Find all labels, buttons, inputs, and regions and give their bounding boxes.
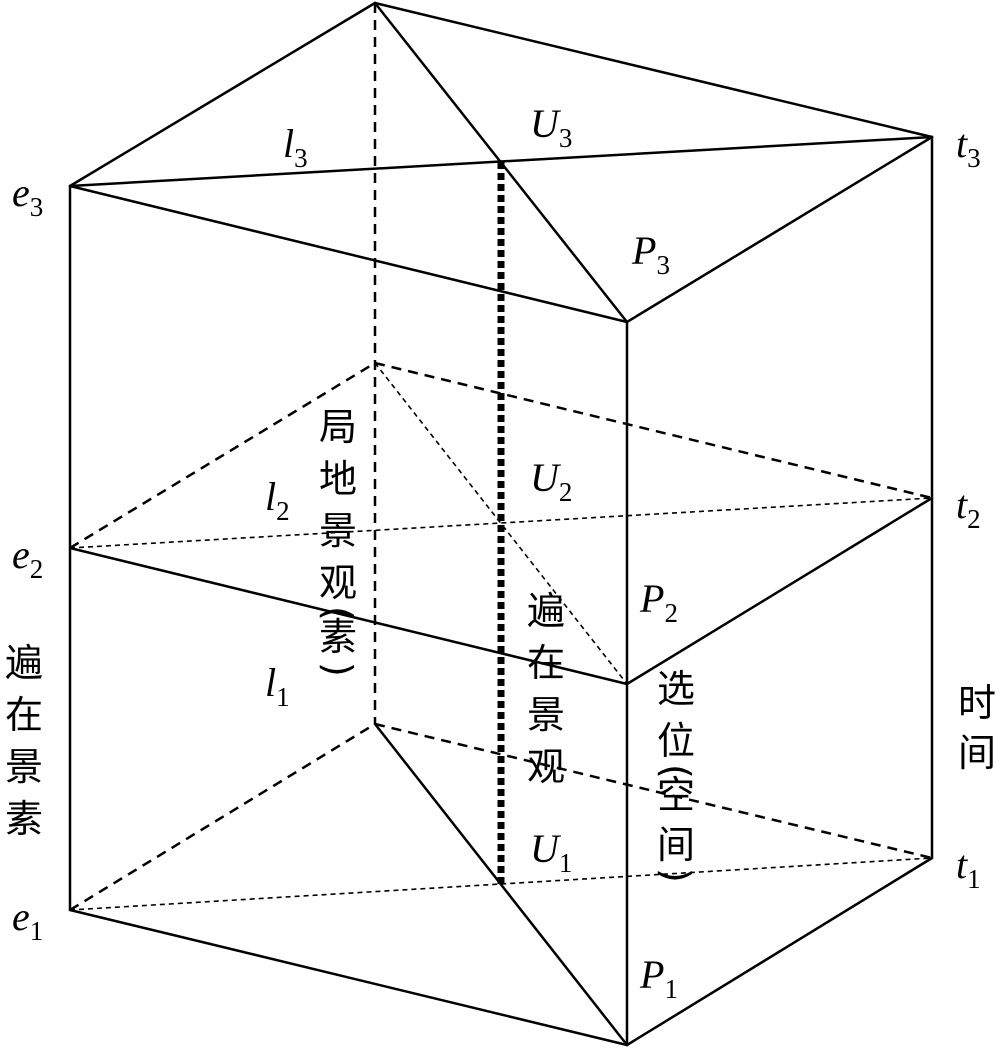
ubiquitous-landscape-char: 遍	[527, 589, 565, 633]
edge-top-back-e3	[68, 1, 377, 188]
ubiquitous-elements-char: 在	[5, 693, 43, 737]
ubiquitous-landscape-char: 观	[527, 745, 565, 789]
local-landscape-paren-close: )	[316, 662, 360, 677]
label-t3: t3	[956, 121, 981, 173]
text-time: 时 间	[958, 681, 996, 775]
ubiquitous-landscape-char: 在	[527, 641, 565, 685]
label-P2: P2	[639, 576, 678, 628]
local-landscape-char: 地	[319, 457, 357, 501]
label-P3: P3	[631, 228, 670, 280]
edge-bottom-e1-p1	[68, 908, 629, 1047]
location-char: 选	[657, 667, 695, 711]
label-P1: P1	[639, 952, 678, 1004]
label-U1: U1	[530, 826, 572, 878]
text-location: 选 位 ( 空 间 )	[654, 667, 698, 883]
label-e3: e3	[12, 170, 43, 222]
edge-top-p3-t3	[625, 135, 934, 324]
ubiquitous-elements-char: 素	[5, 797, 43, 841]
local-landscape-paren-char: 素	[319, 615, 357, 659]
local-landscape-char: 景	[319, 509, 357, 553]
label-U3: U3	[530, 101, 572, 153]
edge-mid-e2-back-hidden	[69, 361, 376, 550]
location-paren-open: (	[654, 764, 698, 779]
label-t1: t1	[956, 842, 981, 894]
edge-bottom-p1-t1	[625, 856, 934, 1047]
edge-bottom-e1-back-hidden	[69, 722, 376, 912]
local-landscape-char: 局	[319, 405, 357, 449]
text-local-landscape: 局 地 景 观 ( 素 )	[316, 405, 360, 677]
label-l3: l3	[283, 121, 308, 173]
local-landscape-paren-open: (	[316, 606, 360, 621]
label-e2: e2	[12, 532, 43, 584]
time-char: 间	[958, 731, 996, 775]
ubiquitous-elements-char: 遍	[5, 641, 43, 685]
edge-bottom-back-t1-hidden	[374, 722, 933, 860]
label-U2: U2	[530, 455, 572, 507]
edge-top-t3-back	[373, 1, 934, 139]
label-e1: e1	[12, 894, 43, 946]
edge-top-e3-p3	[68, 184, 629, 324]
label-l2: l2	[265, 474, 290, 526]
label-l1: l1	[265, 660, 290, 712]
ubiquitous-elements-char: 景	[5, 745, 43, 789]
edge-bottom-diag-back-p1	[373, 722, 629, 1047]
edge-mid-back-t2-hidden	[374, 361, 933, 500]
edge-mid-p2-t2	[625, 496, 934, 686]
local-landscape-char: 观	[319, 561, 357, 605]
location-char: 位	[657, 719, 695, 763]
location-paren-close: )	[654, 868, 698, 883]
location-paren-char: 空	[657, 773, 695, 817]
time-char: 时	[958, 681, 996, 725]
edge-mid-e2-p2	[68, 546, 629, 686]
text-ubiquitous-elements: 遍 在 景 素	[5, 641, 43, 841]
location-paren-char: 间	[657, 823, 695, 867]
label-t2: t2	[956, 482, 981, 534]
text-ubiquitous-landscape: 遍 在 景 观	[527, 589, 565, 789]
ubiquitous-landscape-char: 景	[527, 693, 565, 737]
